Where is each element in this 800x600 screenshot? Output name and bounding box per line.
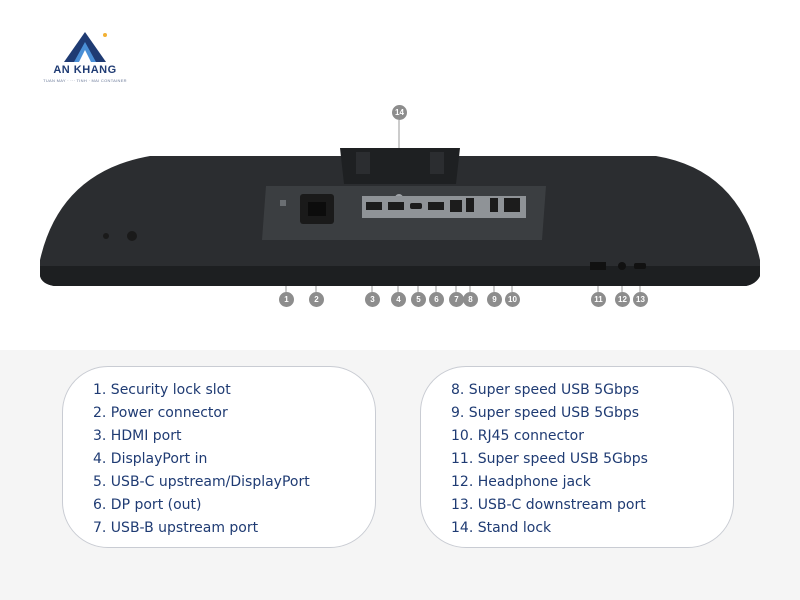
callout-11: 11 <box>591 292 606 307</box>
callout-3: 3 <box>365 292 380 307</box>
legend-item: 3. HDMI port <box>93 428 182 444</box>
legend-item: 1. Security lock slot <box>93 382 231 398</box>
brand-logo: AN KHANG TUAN MAY · ··· TINH · MAI CONTA… <box>40 30 130 85</box>
legend-item: 2. Power connector <box>93 405 228 421</box>
legend-item: 14. Stand lock <box>451 520 552 536</box>
callout-9: 9 <box>487 292 502 307</box>
legend-item: 13. USB-C downstream port <box>451 497 646 513</box>
logo-mark-icon <box>64 32 107 62</box>
callout-1: 1 <box>279 292 294 307</box>
brand-name: AN KHANG <box>53 64 117 76</box>
ports-legend-left: 1. Security lock slot 2. Power connector… <box>62 366 376 548</box>
callout-2: 2 <box>309 292 324 307</box>
monitor-illustration <box>40 120 760 292</box>
legend-item: 12. Headphone jack <box>451 474 591 490</box>
callout-13: 13 <box>633 292 648 307</box>
callout-14: 14 <box>392 105 407 120</box>
legend-item: 10. RJ45 connector <box>451 428 584 444</box>
ports-legend-right: 8. Super speed USB 5Gbps 9. Super speed … <box>420 366 734 548</box>
legend-item: 5. USB-C upstream/DisplayPort <box>93 474 310 490</box>
legend-item: 8. Super speed USB 5Gbps <box>451 382 640 398</box>
brand-tagline: TUAN MAY · ··· TINH · MAI CONTAINER <box>43 78 127 83</box>
callout-6: 6 <box>429 292 444 307</box>
callout-12: 12 <box>615 292 630 307</box>
legend-item: 7. USB-B upstream port <box>93 520 259 536</box>
legend-item: 9. Super speed USB 5Gbps <box>451 405 640 421</box>
legend-item: 4. DisplayPort in <box>93 451 208 467</box>
callout-7: 7 <box>449 292 464 307</box>
monitor-rear-view: 14 1 2 3 4 5 6 7 8 9 10 11 12 13 <box>0 90 800 350</box>
legend-item: 11. Super speed USB 5Gbps <box>451 451 648 467</box>
callout-10: 10 <box>505 292 520 307</box>
legend-item: 6. DP port (out) <box>93 497 202 513</box>
callout-4: 4 <box>391 292 406 307</box>
callout-8: 8 <box>463 292 478 307</box>
callout-5: 5 <box>411 292 426 307</box>
